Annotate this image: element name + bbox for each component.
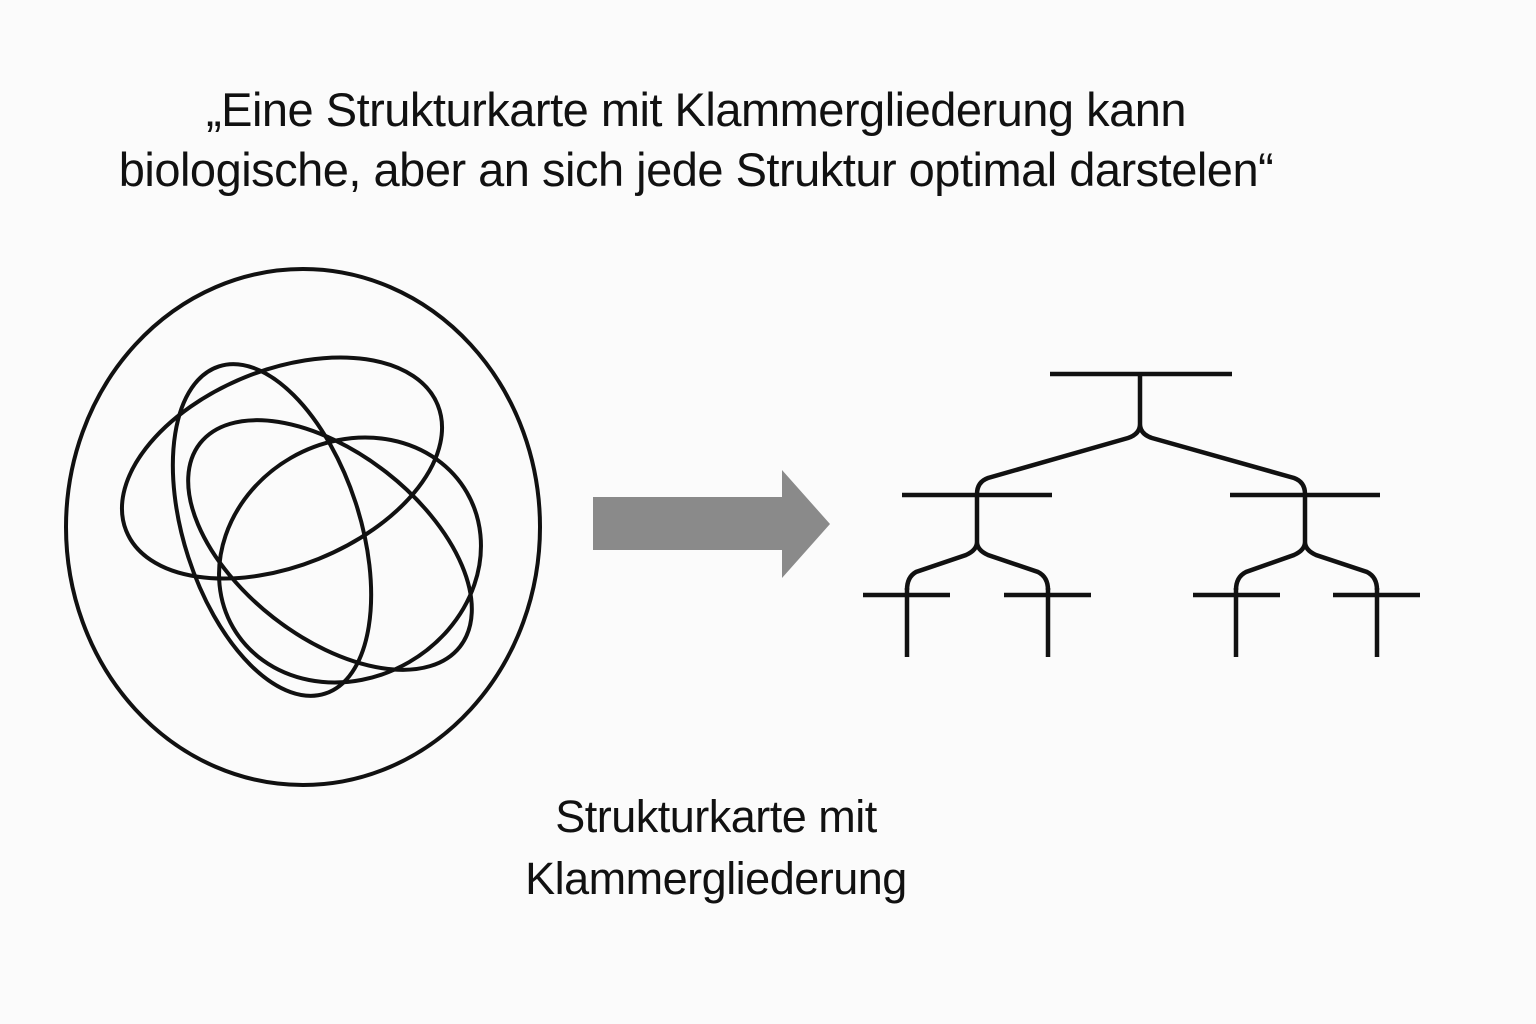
caption-line-1: Strukturkarte mit [555,791,877,842]
tangle-loop-4 [186,418,474,672]
tangled-structure [64,267,542,787]
right-arrow [593,470,830,578]
tangle-loop-1 [119,355,445,581]
tangle-loop-3 [217,435,483,685]
outer-circle [64,267,542,787]
left-branches [904,494,1051,591]
title-line-1: „Eine Strukturkarte mit Klammergliederun… [205,83,1187,136]
bracket-tree [863,371,1420,657]
diagram-title: „Eine Strukturkarte mit Klammergliederun… [0,80,1392,200]
diagram-caption: Strukturkarte mit Klammergliederung [410,786,1022,910]
caption-line-2: Klammergliederung [525,853,907,904]
title-line-2: biologische, aber an sich jede Struktur … [118,143,1274,196]
tangle-loop-2 [170,362,374,698]
root-branches [974,374,1308,495]
right-branches [1233,494,1380,591]
